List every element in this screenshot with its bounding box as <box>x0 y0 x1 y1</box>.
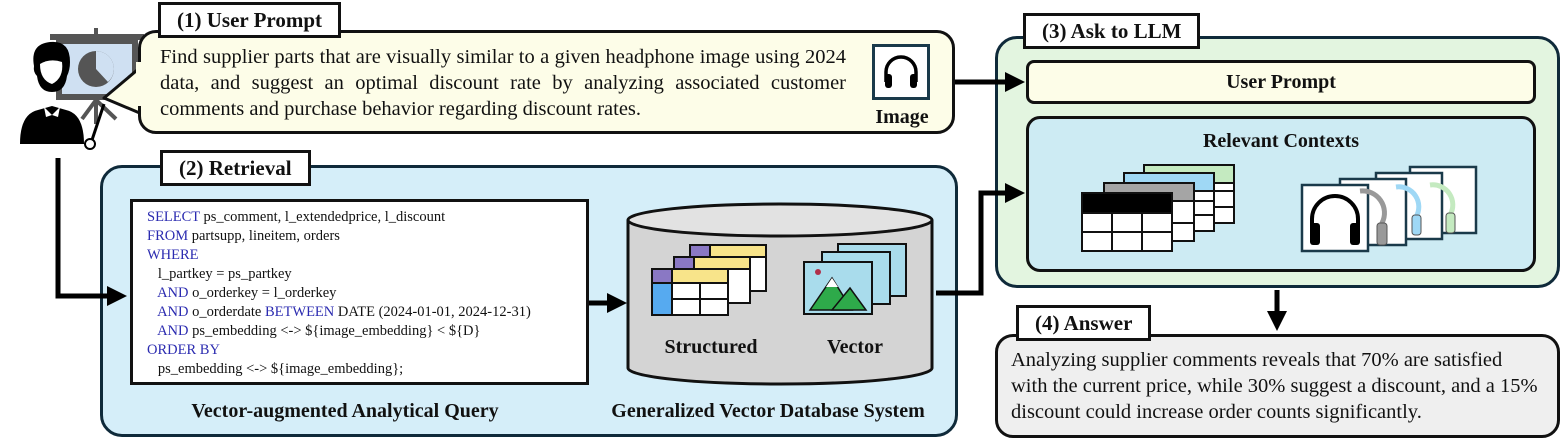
arrow-user-to-retrieval <box>55 158 127 306</box>
context-table-stack-icon <box>1081 164 1235 252</box>
answer-panel <box>995 334 1560 438</box>
sql-line: AND ps_embedding <-> ${image_embedding} … <box>147 322 572 341</box>
user-prompt-text: Find supplier parts that are visually si… <box>160 46 846 120</box>
sql-text: o_orderdate <box>188 304 265 320</box>
step-tag-answer: (4) Answer <box>1016 305 1152 341</box>
sql-text: l_partkey = ps_partkey <box>147 266 292 282</box>
structured-table-stack-icon <box>651 244 767 316</box>
sql-line: AND o_orderkey = l_orderkey <box>147 284 572 303</box>
sql-line: ORDER BY <box>147 341 572 360</box>
db-vector-label: Vector <box>827 336 883 358</box>
headphone-icon <box>884 55 918 88</box>
sql-keyword: AND <box>147 285 189 301</box>
relevant-contexts-label: Relevant Contexts <box>1202 130 1360 152</box>
sql-keyword: SELECT <box>147 209 200 225</box>
sql-keyword: AND <box>147 323 189 339</box>
answer-text: Analyzing supplier comments reveals that… <box>1011 349 1538 423</box>
db-caption: Generalized Vector Database System <box>611 400 925 422</box>
vector-image-stack-icon <box>803 243 907 315</box>
prompt-image-thumbnail <box>872 44 930 100</box>
sql-line: AND o_orderdate BETWEEN DATE (2024-01-01… <box>147 303 572 322</box>
speech-bubble-joint <box>136 62 144 106</box>
step-tag-retrieval: (2) Retrieval <box>160 150 311 186</box>
sql-text: ps_embedding <-> ${image_embedding}; <box>147 361 404 377</box>
sql-keyword: BETWEEN <box>265 304 335 320</box>
user-presenter-icon <box>20 28 144 150</box>
sql-keyword: WHERE <box>147 247 199 263</box>
sql-text: ps_embedding <-> ${image_embedding} < ${… <box>188 323 481 339</box>
sql-keyword: FROM <box>147 228 189 244</box>
image-label: Image <box>875 106 929 128</box>
sql-text: ps_comment, l_extendedprice, l_discount <box>199 209 446 225</box>
db-structured-label: Structured <box>664 336 758 358</box>
context-headphone-stack-icon <box>1300 165 1478 253</box>
sql-text: DATE (2024-01-01, 2024-12-31) <box>334 304 531 320</box>
sql-line: WHERE <box>147 246 572 265</box>
sql-keyword: ORDER BY <box>147 342 220 358</box>
sql-text: partsupp, lineitem, orders <box>188 228 340 244</box>
sql-line: FROM partsupp, lineitem, orders <box>147 227 572 246</box>
sql-keyword: AND <box>147 304 189 320</box>
sql-line: ps_embedding <-> ${image_embedding}; <box>147 360 572 379</box>
arrow-db-to-llm <box>936 183 1025 296</box>
sql-text: o_orderkey = l_orderkey <box>188 285 337 301</box>
step-tag-ask-llm: (3) Ask to LLM <box>1023 13 1201 49</box>
step-tag-user-prompt: (1) User Prompt <box>158 2 342 38</box>
query-caption: Vector-augmented Analytical Query <box>191 400 499 422</box>
sql-line: l_partkey = ps_partkey <box>147 265 572 284</box>
llm-user-prompt-box: User Prompt <box>1026 60 1536 104</box>
sql-query-box: SELECT ps_comment, l_extendedprice, l_di… <box>130 199 589 385</box>
sql-line: SELECT ps_comment, l_extendedprice, l_di… <box>147 208 572 227</box>
